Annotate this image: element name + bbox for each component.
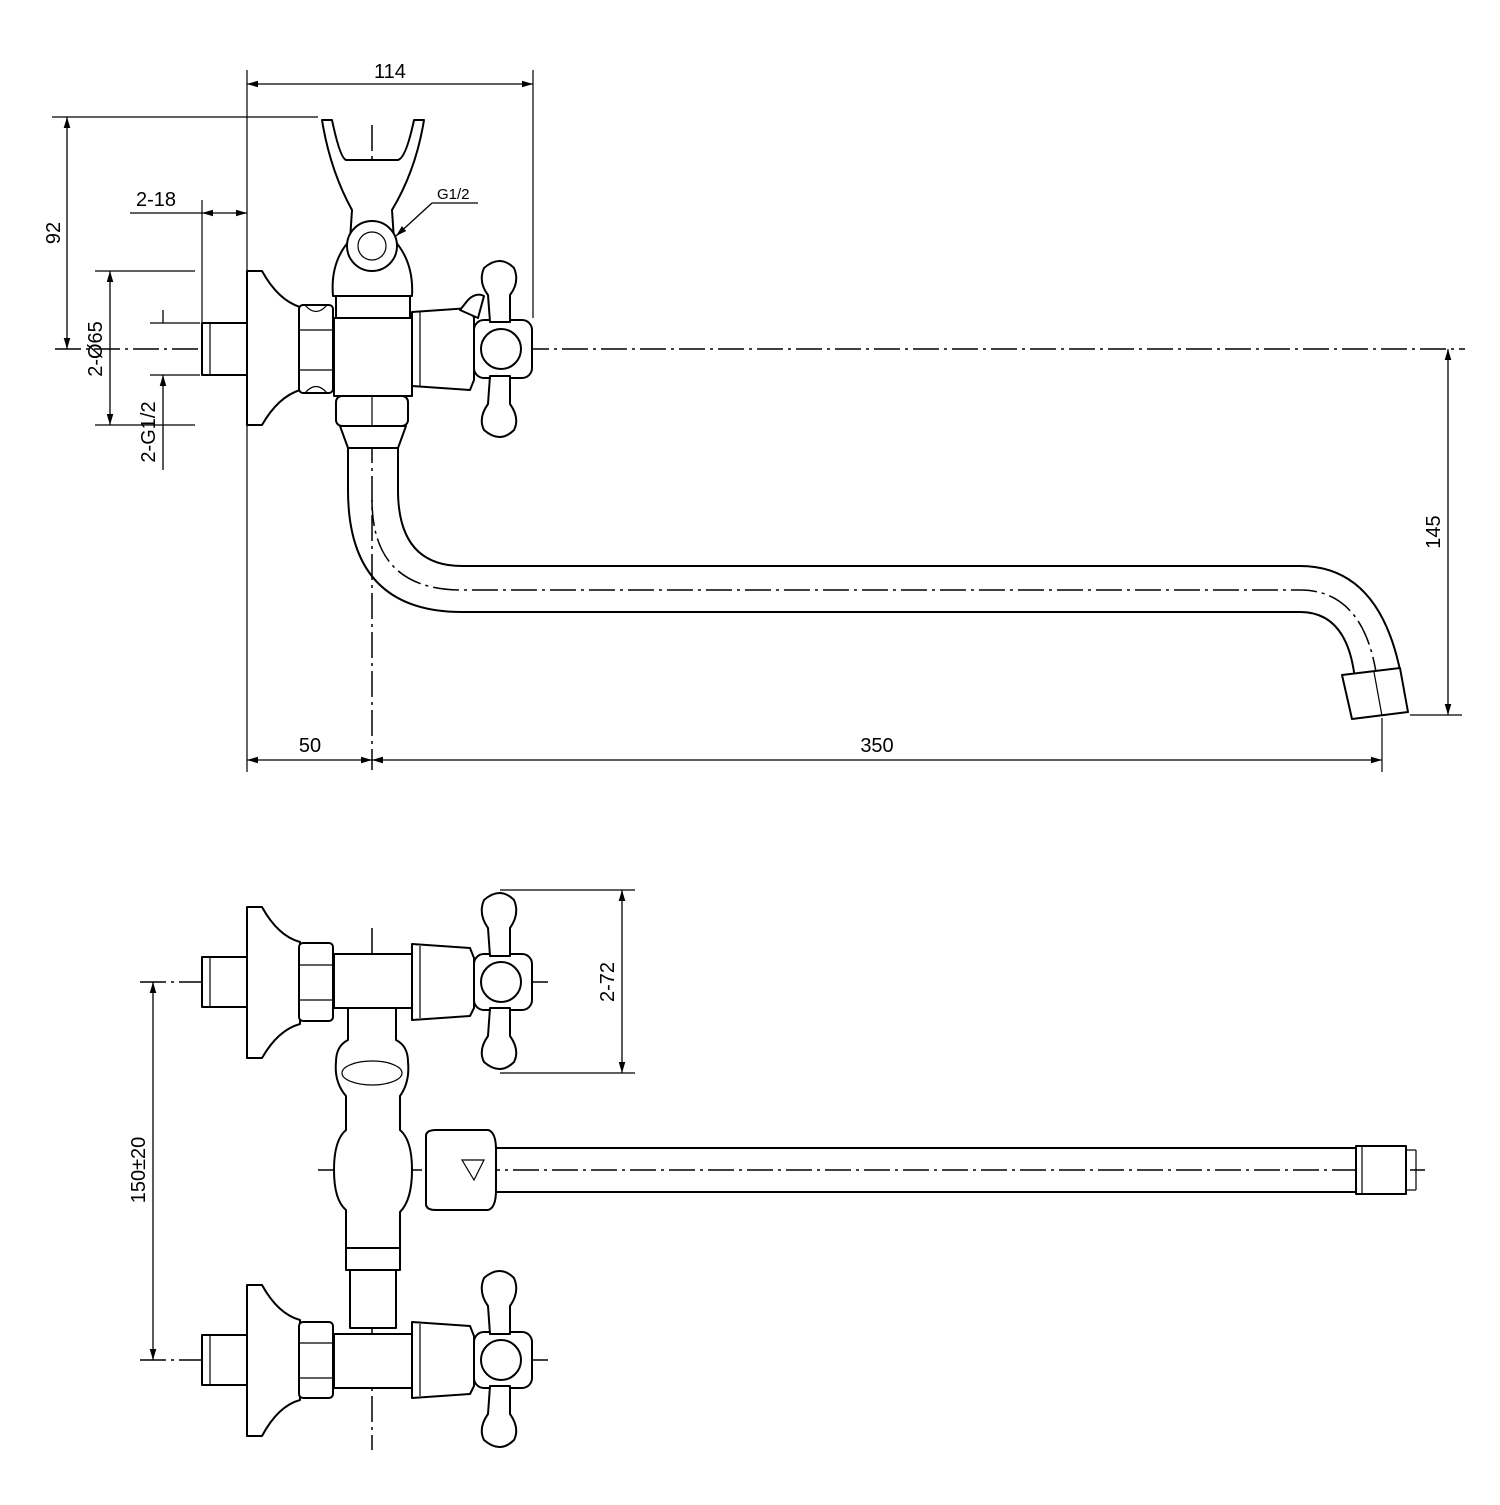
inlet-pipe	[201, 322, 249, 376]
top-view: 2-72 150±20	[128, 889, 1425, 1450]
svg-text:50: 50	[299, 735, 321, 757]
dimension-2-18: 2-18	[130, 189, 247, 322]
spout-top	[425, 1129, 1417, 1211]
dimension-92: 92	[43, 116, 318, 349]
dimension-150-20: 150±20	[128, 982, 157, 1360]
leader-holder-thread: G1/2	[395, 186, 478, 237]
dimension-2-72: 2-72	[500, 889, 635, 1074]
lower-inlet-assembly	[201, 1284, 475, 1437]
upper-inlet-assembly	[201, 906, 475, 1059]
shower-holder	[321, 119, 425, 297]
svg-text:145: 145	[1423, 515, 1445, 548]
valve-bonnet	[411, 307, 475, 391]
dimension-114: 114	[247, 61, 534, 318]
spout-aerator	[1341, 667, 1409, 720]
svg-text:150±20: 150±20	[128, 1137, 150, 1204]
svg-text:2-72: 2-72	[597, 962, 619, 1002]
wall-flange	[246, 270, 301, 426]
svg-text:2-G1/2: 2-G1/2	[138, 401, 160, 462]
dimension-350: 350	[372, 718, 1383, 772]
svg-text:114: 114	[374, 61, 406, 83]
diverter-body	[333, 1007, 413, 1329]
dimension-145: 145	[1410, 349, 1462, 716]
cross-handle-upper	[473, 892, 533, 1070]
dimension-inlet-thread: 2-G1/2	[138, 310, 200, 470]
hex-nut	[298, 304, 334, 394]
svg-text:2-Ø65: 2-Ø65	[85, 321, 107, 377]
svg-text:350: 350	[860, 735, 893, 757]
svg-text:G1/2: G1/2	[437, 186, 470, 203]
svg-text:2-18: 2-18	[136, 189, 176, 211]
dimension-flange-dia: 2-Ø65	[85, 270, 195, 426]
spout-side	[347, 447, 1409, 720]
cross-handle-lower	[473, 1270, 533, 1448]
valve-body	[333, 295, 413, 449]
cross-handle-side	[473, 260, 533, 438]
dimension-50: 50	[247, 735, 372, 764]
side-view: 114 92 2-18 2-Ø65 2-G1/2	[43, 61, 1465, 772]
svg-text:92: 92	[43, 222, 65, 244]
